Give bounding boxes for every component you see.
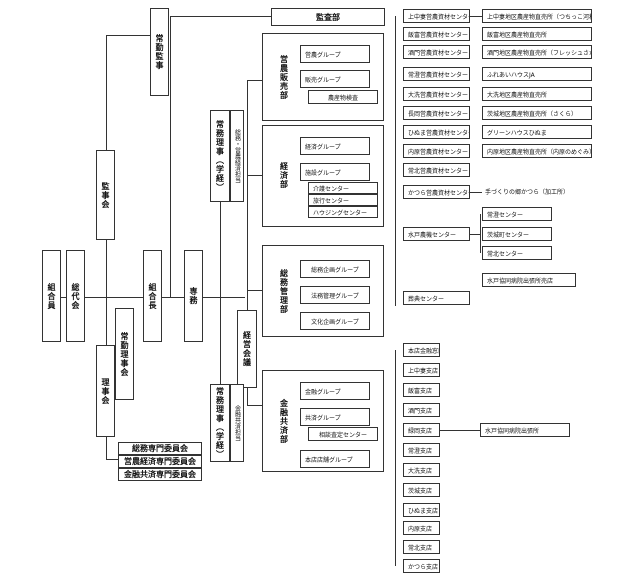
noki-child-3: 常北センター — [482, 246, 552, 260]
center-child-1: 上中妻地区農産物直売所（つちっこ河和田） — [482, 9, 592, 23]
joumu-2-sub: 金融共済担当 — [230, 384, 244, 462]
eino-sub-1: 農産物検査 — [308, 90, 378, 104]
senmu-box: 専務 — [184, 250, 203, 342]
kinyu-group-2: 共済グループ — [300, 408, 370, 426]
rijikai-box: 理事会 — [96, 345, 115, 437]
branch-7: 大洗支店 — [403, 463, 440, 477]
connector — [106, 459, 118, 460]
center-child-9: 手づくりの郷かつら（加工所） — [485, 189, 570, 196]
connector — [247, 405, 262, 406]
keizai-group-1: 経済グループ — [300, 137, 370, 155]
center-6: 長岡営農資材センター — [403, 106, 470, 120]
keizai-sub-1: 介護センター — [308, 182, 378, 194]
joumu-2-box: 常務理事（学経） — [210, 384, 230, 462]
branch-9: ひぬま支店 — [403, 503, 440, 517]
jokin-kanji-box: 常勤監事 — [150, 8, 169, 96]
branch-6: 常澄支店 — [403, 443, 440, 457]
somu-group-1: 総務企画グループ — [300, 260, 370, 278]
branch-4: 酒門支店 — [403, 403, 440, 417]
center-5: 大洗営農資材センター — [403, 87, 470, 101]
keizai-sub-3: ハウジングセンター — [308, 206, 378, 218]
center-child-5: 大洗地区農産物直売所 — [482, 87, 592, 101]
center-1: 上中妻営農資材センター — [403, 9, 470, 23]
branch-11: 常北支店 — [403, 540, 440, 554]
committee-1: 総務専門委員会 — [118, 442, 202, 455]
center-child-6: 茨城地区農産物直売所（さくら） — [482, 106, 592, 120]
committee-3: 金融共済専門委員会 — [118, 468, 202, 481]
center-9: 常北営農資材センター — [403, 163, 470, 177]
kinyu-group-1: 金融グループ — [300, 382, 370, 400]
eino-group-2: 販売グループ — [300, 70, 370, 88]
dept-kinyu-group — [262, 370, 384, 472]
eino-group-1: 営農グループ — [300, 45, 370, 63]
kinyu-group-3: 本店店舗グループ — [300, 450, 370, 468]
keizai-group-2: 施設グループ — [300, 163, 370, 181]
connector — [170, 16, 171, 297]
keizai-sub-2: 旅行センター — [308, 194, 378, 206]
kanjikai-box: 監事会 — [96, 150, 115, 240]
center-child-2: 飯富地区農産物直売所 — [482, 27, 592, 41]
kinyu-sub-1: 相談査定センター — [308, 427, 378, 441]
center-10: かつら営農資材センター — [403, 185, 470, 199]
jokin-rijikai-box: 常勤理事会 — [115, 308, 134, 400]
somu-group-2: 法務管理グループ — [300, 286, 370, 304]
center-11: 水戸農機センター — [403, 227, 470, 241]
noki-child-2: 茨城町センター — [482, 227, 552, 241]
branch-2: 上中妻支店 — [403, 363, 440, 377]
connector — [395, 16, 396, 306]
center-8: 内原営農資材センター — [403, 144, 470, 158]
connector — [470, 234, 480, 235]
sodaikai-box: 総代会 — [66, 250, 85, 342]
connector — [106, 35, 107, 150]
connector — [106, 35, 154, 36]
connector — [440, 430, 480, 431]
connector — [395, 350, 396, 566]
connector — [247, 80, 262, 81]
center-12: 水戸協同病院出張所売店 — [482, 273, 576, 287]
center-3: 酒門営農資材センター — [403, 45, 470, 59]
dept-keizai-group — [262, 125, 384, 227]
center-child-7: グリーンハウスひぬま — [482, 125, 592, 139]
kumiaiin-box: 組合員 — [42, 250, 61, 342]
center-7: ひぬま営農資材センター — [403, 125, 470, 139]
connector — [170, 16, 271, 17]
center-child-8: 内原地区農産物直売所（内原のめぐみ） — [482, 144, 592, 158]
connector — [220, 110, 221, 400]
keiei-kaigi-box: 経営会議 — [237, 310, 257, 388]
branch-3: 飯富支店 — [403, 383, 440, 397]
center-child-4: ふれあいハウスJA — [482, 67, 592, 81]
connector — [247, 175, 262, 176]
connector — [470, 16, 482, 17]
branch-12: かつら支店 — [403, 559, 440, 573]
dept-somu-label: 総務管理部 — [279, 268, 289, 314]
dept-eino-group — [262, 33, 384, 121]
connector — [247, 80, 248, 405]
center-2: 飯富営農資材センター — [403, 27, 470, 41]
branch-8: 茨城支店 — [403, 483, 440, 497]
branch-10: 内原支店 — [403, 521, 440, 535]
joumu-1-box: 常務理事（学経） — [210, 110, 230, 202]
center-4: 常澄営農資材センター — [403, 67, 470, 81]
branch-1: 本店金融窓口 — [403, 343, 440, 357]
connector — [247, 290, 262, 291]
kansabu-box: 監査部 — [271, 8, 385, 26]
center-child-3: 酒門地区農産物直売所（フレッシュさかど） — [482, 45, 592, 59]
branch-5: 緑岡支店 — [403, 423, 440, 437]
branch-child: 水戸協同病院出張所 — [480, 423, 570, 437]
committee-2: 営農経済専門委員会 — [118, 455, 202, 468]
somu-group-3: 文化企画グループ — [300, 312, 370, 330]
dept-eino-label: 営農販売部 — [279, 54, 289, 100]
dept-somu-group — [262, 245, 384, 337]
noki-child-1: 常澄センター — [482, 207, 552, 221]
joumu-1-sub: 総務・営農経済担当 — [230, 110, 244, 202]
dept-keizai-label: 経済部 — [279, 161, 289, 189]
kumiaicho-box: 組合長 — [143, 250, 162, 342]
connector — [470, 192, 482, 193]
dept-kinyu-label: 金融共済部 — [279, 398, 289, 444]
connector — [480, 214, 481, 253]
center-13: 葬典センター — [403, 291, 470, 305]
